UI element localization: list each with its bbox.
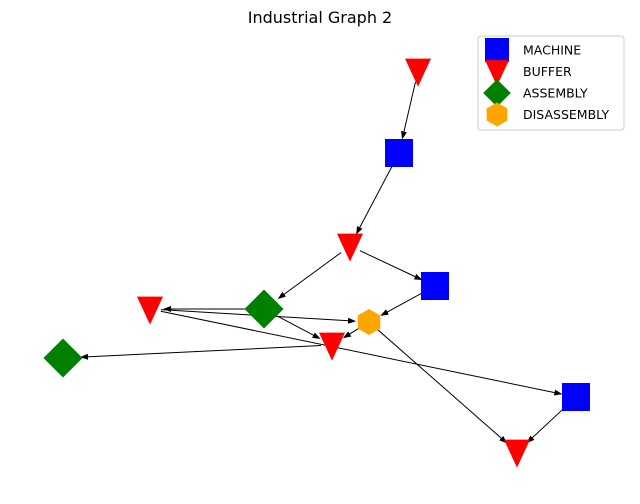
- edge-b2-to-a1: [277, 252, 342, 299]
- edge-b3-to-a2: [79, 345, 322, 360]
- legend-label-machine: MACHINE: [523, 43, 581, 58]
- legend-assembly-icon: [483, 79, 511, 107]
- node-disassembly-d1: [357, 309, 381, 335]
- legend-machine-icon: [485, 38, 509, 62]
- legend-label-disassembly: DISASSEMBLY: [523, 107, 609, 122]
- legend-buffer-icon: [485, 60, 509, 86]
- graph-title: Industrial Graph 2: [248, 8, 392, 27]
- edge-b2-to-m2: [359, 250, 423, 281]
- legend-label-assembly: ASSEMBLY: [523, 86, 588, 101]
- node-buffer-b2: [337, 233, 363, 262]
- node-machine-m1: [385, 139, 413, 167]
- node-machine-m2: [421, 272, 449, 300]
- node-buffer-b3: [319, 332, 345, 361]
- edge-d1-to-b5: [376, 328, 508, 444]
- edge-b1-to-m1: [401, 81, 417, 140]
- node-machine-m3: [562, 383, 590, 411]
- edge-a1-to-b3: [277, 315, 321, 339]
- node-buffer-b5: [504, 439, 530, 468]
- node-assembly-a1: [244, 289, 284, 329]
- legend: MACHINE BUFFER ASSEMBLY DISASSEMBLY: [477, 35, 625, 131]
- node-buffer-b4: [137, 296, 163, 325]
- legend-disassembly-icon: [486, 102, 508, 127]
- edge-m3-to-b5: [526, 404, 568, 444]
- nodes-layer: [43, 58, 590, 468]
- legend-box: [477, 35, 625, 131]
- edges-layer: [79, 81, 568, 444]
- node-assembly-a2: [43, 338, 83, 378]
- edge-d1-to-b3: [343, 327, 360, 339]
- node-buffer-b1: [405, 58, 431, 87]
- edge-m2-to-d1: [380, 291, 425, 316]
- edge-b4-to-m3: [160, 310, 563, 396]
- legend-label-buffer: BUFFER: [523, 64, 572, 79]
- edge-m1-to-b2: [356, 163, 394, 235]
